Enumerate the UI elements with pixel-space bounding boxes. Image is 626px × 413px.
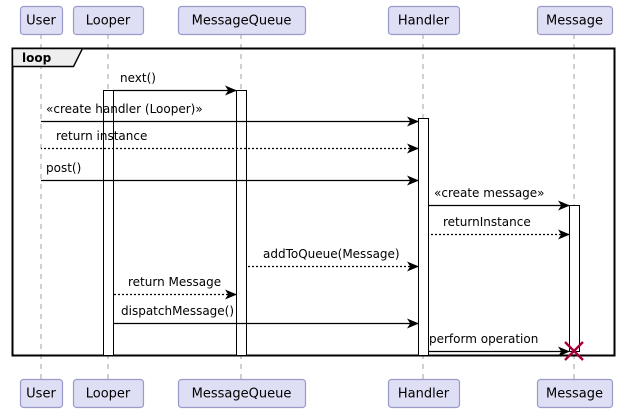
participant-box[interactable] [72, 378, 145, 409]
loop-frame-label: loop [22, 51, 52, 65]
destroy-marker-group [564, 341, 584, 361]
participant-label-looper: Looper [86, 387, 131, 402]
message-label-1: next() [120, 71, 156, 85]
lifelines-group [40, 34, 575, 379]
participant-top-messagequeue[interactable]: MessageQueue [177, 5, 307, 36]
participant-boxes: UserUserLooperLooperMessageQueueMessageQ… [19, 5, 614, 409]
participant-label-messagequeue: MessageQueue [192, 387, 292, 402]
loop-frame-tab [11, 47, 84, 68]
activation-bar-handler [418, 118, 429, 356]
participant-box[interactable] [19, 378, 64, 409]
participant-label-message: Message [546, 14, 603, 29]
participant-label-handler: Handler [398, 14, 450, 29]
message-label-2: «create handler (Looper)» [46, 102, 203, 116]
activation-bars [103, 90, 580, 356]
activation-bar-message [569, 205, 580, 352]
participant-label-message: Message [546, 387, 603, 402]
participant-bottom-looper[interactable]: Looper [72, 378, 145, 409]
message-label-3: return instance [56, 129, 147, 143]
participant-label-messagequeue: MessageQueue [192, 14, 292, 29]
message-label-4: post() [46, 161, 81, 175]
participant-label-handler: Handler [398, 387, 450, 402]
participant-label-user: User [26, 387, 56, 402]
message-label-7: addToQueue(Message) [263, 247, 400, 261]
participant-top-message[interactable]: Message [536, 5, 614, 36]
participant-bottom-handler[interactable]: Handler [387, 378, 461, 409]
loop-fragment: loop [11, 47, 616, 357]
messages-group: next() «create handler (Looper)» return in… [41, 71, 570, 357]
destroy-x-icon-stroke-2 [564, 341, 584, 361]
participant-top-user[interactable]: User [19, 5, 64, 36]
participant-box[interactable] [387, 5, 461, 36]
participant-box[interactable] [72, 5, 145, 36]
participant-box[interactable] [19, 5, 64, 36]
participant-top-handler[interactable]: Handler [387, 5, 461, 36]
activation-bar-looper [103, 90, 114, 356]
message-label-6: returnInstance [443, 215, 531, 229]
message-label-9: dispatchMessage() [121, 304, 234, 318]
message-label-8: return Message [128, 275, 221, 289]
message-label-5: «create message» [434, 186, 545, 200]
participant-bottom-user[interactable]: User [19, 378, 64, 409]
participant-label-user: User [26, 14, 56, 29]
loop-frame-border [11, 47, 616, 357]
participant-bottom-message[interactable]: Message [536, 378, 614, 409]
message-label-10: perform operation [429, 332, 538, 346]
participant-box[interactable] [387, 378, 461, 409]
activation-bar-messagequeue [236, 90, 247, 356]
participant-box[interactable] [536, 378, 614, 409]
participant-top-looper[interactable]: Looper [72, 5, 145, 36]
participant-label-looper: Looper [86, 14, 131, 29]
participant-box[interactable] [177, 5, 307, 36]
participant-box[interactable] [177, 378, 307, 409]
participant-bottom-messagequeue[interactable]: MessageQueue [177, 378, 307, 409]
participant-box[interactable] [536, 5, 614, 36]
